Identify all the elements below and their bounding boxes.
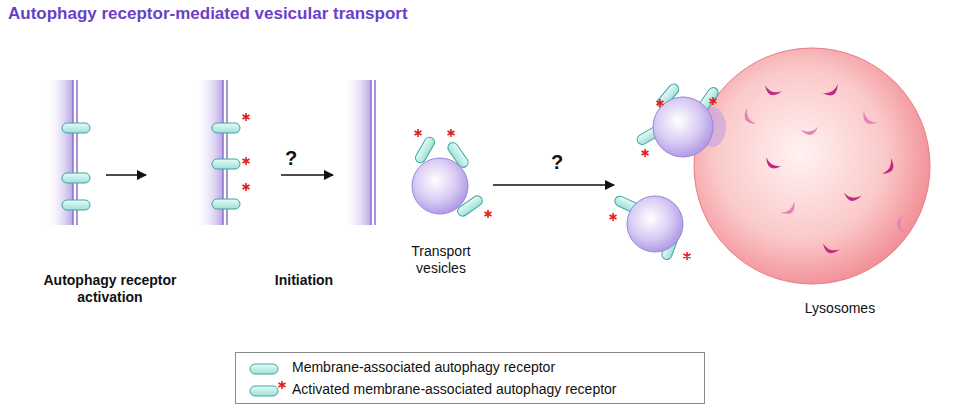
- legend-box: Membrane-associated autophagy receptorAc…: [235, 352, 705, 404]
- part-label: Lysosomes: [780, 300, 900, 317]
- question-mark: ?: [542, 150, 572, 174]
- legend-row: Membrane-associated autophagy receptor: [236, 358, 704, 378]
- lysosomal-content: [800, 126, 819, 136]
- membrane: [45, 80, 90, 225]
- lysosomal-content: [741, 108, 756, 127]
- legend-swatch: [246, 358, 288, 378]
- step-label: Autophagy receptor activation: [30, 272, 190, 306]
- lysosomal-content: [821, 243, 840, 256]
- lysosomal-content: [882, 158, 897, 177]
- lysosomal-content: [895, 215, 905, 234]
- arrow: [493, 184, 614, 185]
- question-mark: ?: [276, 146, 306, 170]
- title: Autophagy receptor-mediated vesicular tr…: [8, 4, 408, 24]
- lysosomal-content: [859, 111, 877, 128]
- lysosomal-content: [763, 85, 782, 98]
- lysosome: [694, 48, 930, 284]
- lysosomal-content: [843, 192, 862, 202]
- transport-vesicle: [412, 129, 492, 218]
- step-label: Initiation: [254, 272, 354, 289]
- legend-text: Activated membrane-associated autophagy …: [292, 381, 617, 398]
- lysosomal-content: [763, 157, 782, 172]
- fusing-vesicle: [635, 82, 726, 157]
- legend-row: Activated membrane-associated autophagy …: [236, 380, 704, 400]
- membrane: [195, 80, 250, 225]
- lysosomal-content: [781, 201, 799, 218]
- arrow: [281, 174, 333, 175]
- arrow: [106, 174, 146, 175]
- lysosomal-content: [822, 84, 841, 99]
- part-label: Transport vesicles: [396, 243, 486, 277]
- legend-text: Membrane-associated autophagy receptor: [292, 359, 555, 376]
- transport-vesicle: [610, 195, 691, 261]
- membrane: [343, 80, 375, 225]
- legend-swatch: [246, 380, 288, 400]
